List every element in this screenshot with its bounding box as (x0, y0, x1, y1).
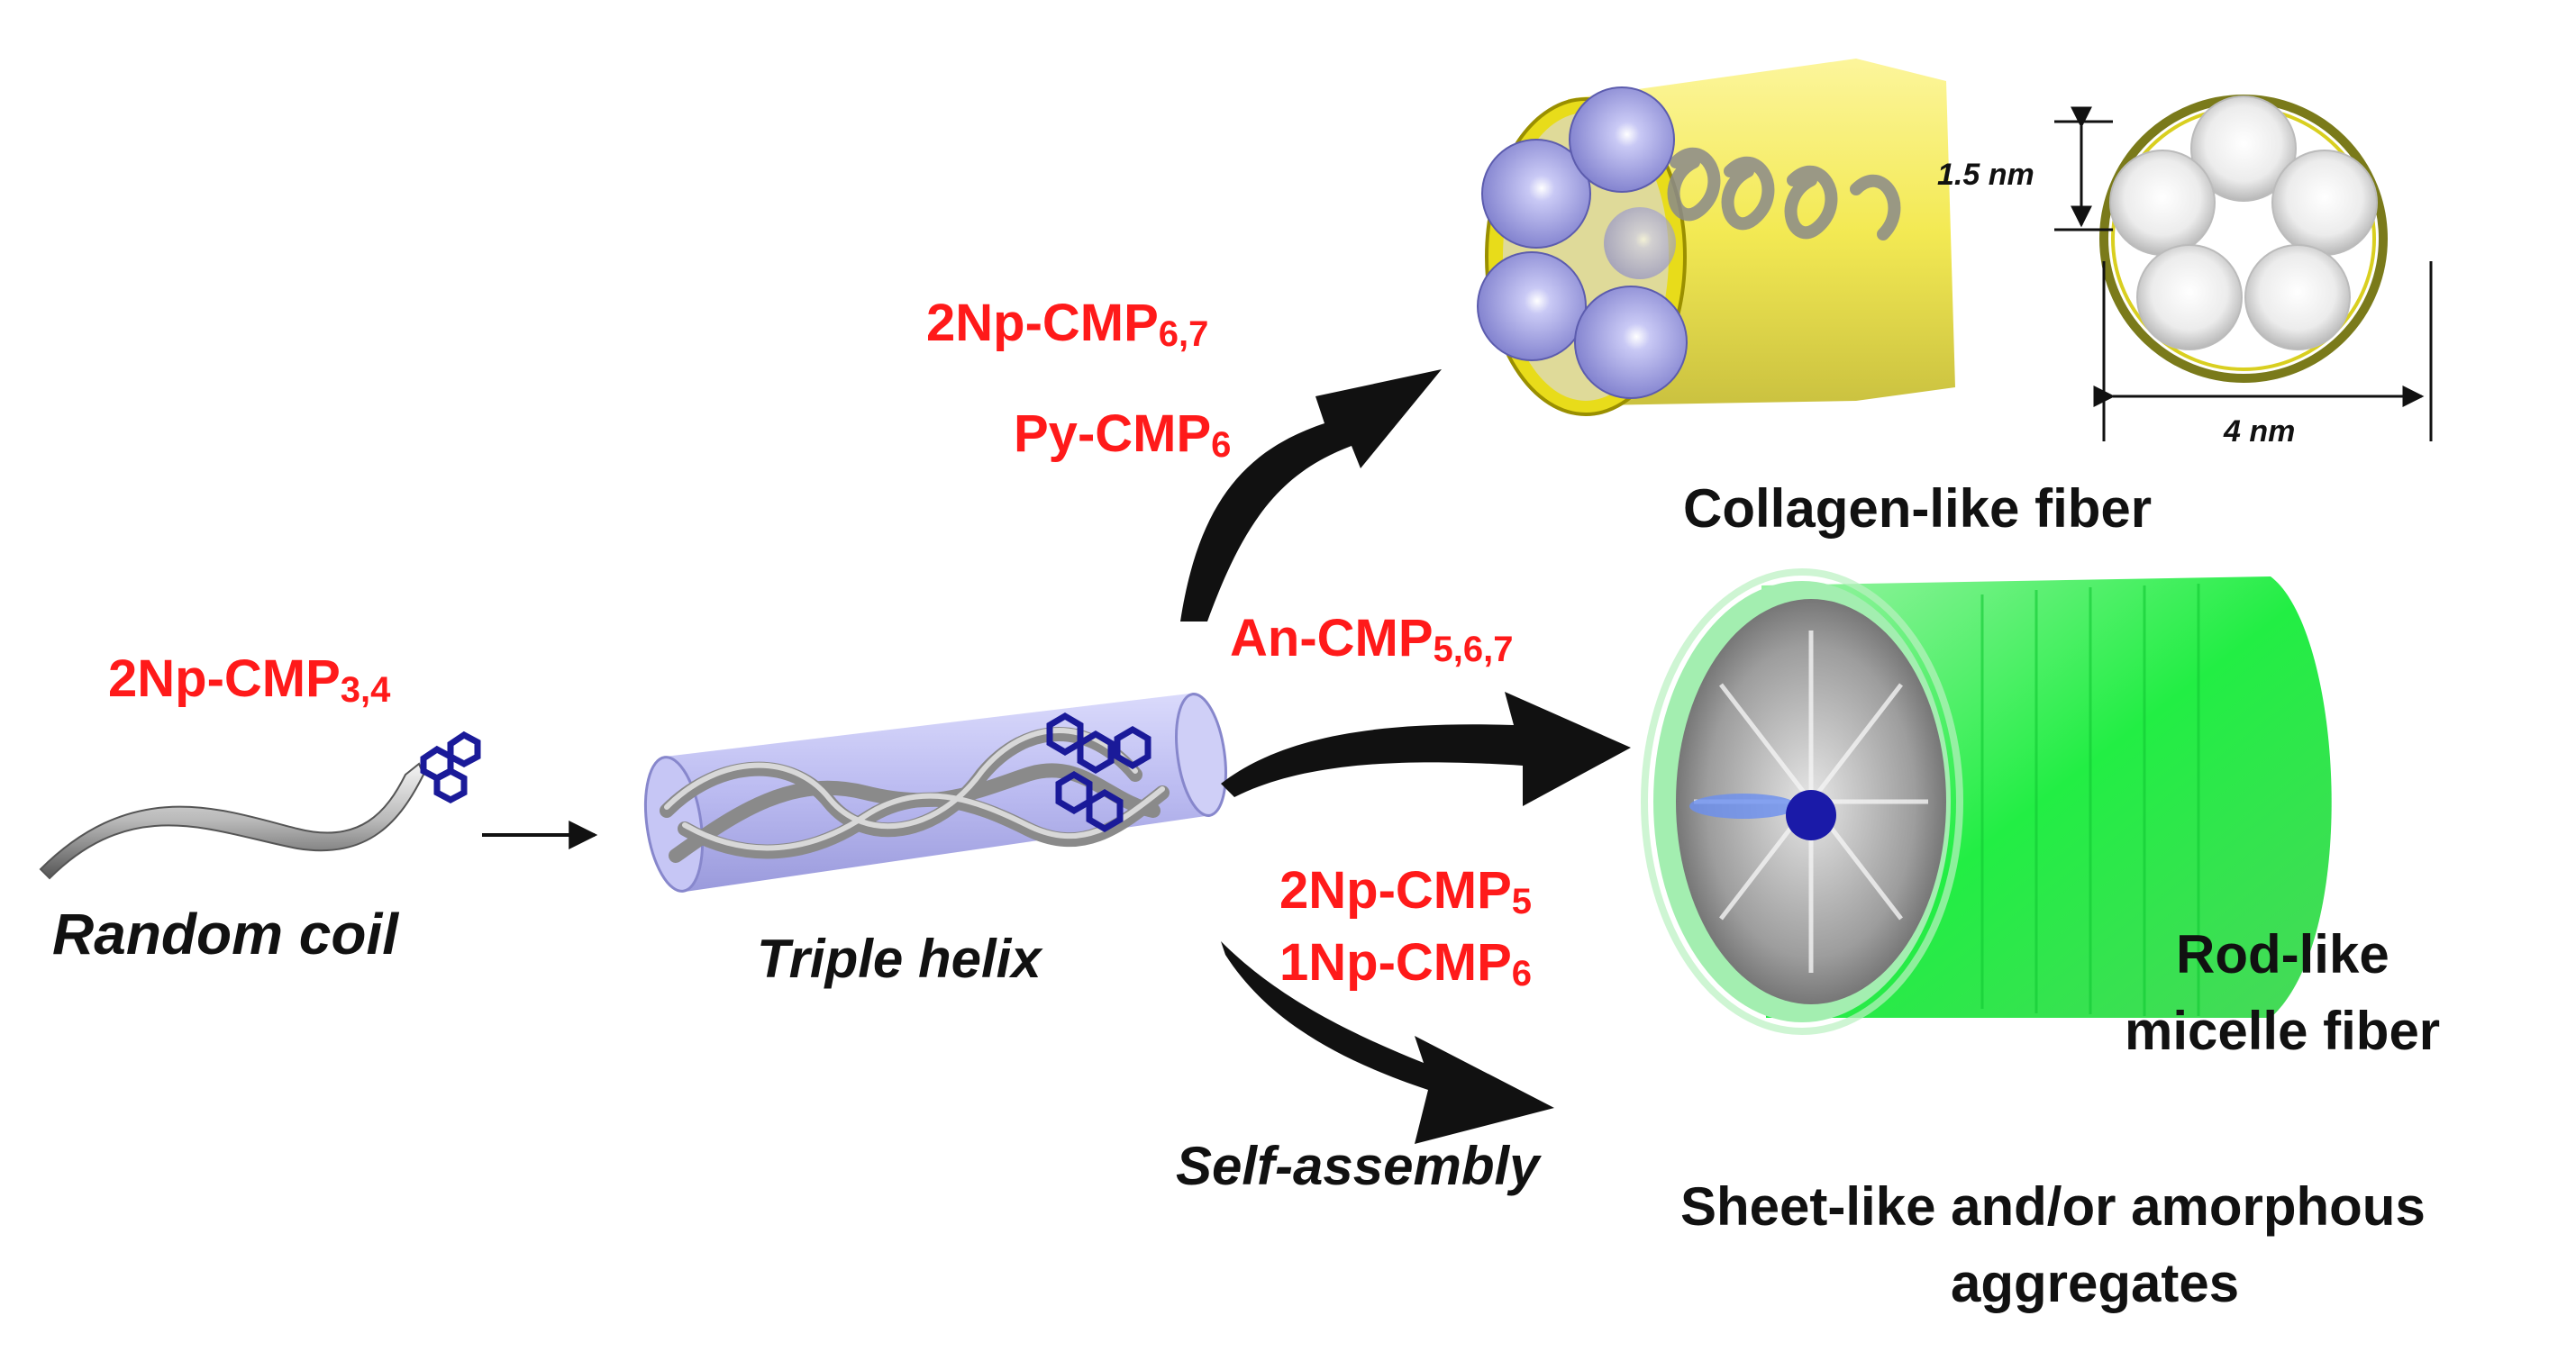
label-micelle-fiber: micelle fiber (2125, 1001, 2441, 1061)
label-2np-cmp34: 2Np-CMP3,4 (108, 649, 391, 710)
label-1np-cmp6: 1Np-CMP6 (1279, 933, 1533, 994)
label-aggregates: aggregates (1951, 1253, 2240, 1313)
fiber-cross-section (2099, 95, 2388, 383)
arrow-to-sheet (1221, 941, 1554, 1144)
label-2np-cmp5: 2Np-CMP5 (1279, 861, 1533, 921)
micelle-fiber-illustration (1653, 576, 2332, 1022)
collagen-fiber-illustration (1477, 59, 1955, 416)
arrow-to-micelle (1221, 692, 1631, 806)
random-coil-illustration (39, 730, 481, 880)
dimension-4nm (2093, 261, 2433, 441)
dimension-1.5nm (2054, 106, 2113, 231)
label-dim-4nm: 4 nm (2224, 414, 2296, 449)
label-2np-cmp67: 2Np-CMP6,7 (926, 294, 1209, 354)
label-collagen-fiber: Collagen-like fiber (1683, 478, 2153, 539)
label-triple-helix: Triple helix (757, 929, 1042, 989)
label-rod-like: Rod-like (2176, 924, 2389, 985)
label-self-assembly: Self-assembly (1176, 1136, 1540, 1196)
label-random-coil: Random coil (52, 902, 399, 966)
label-sheet-like: Sheet-like and/or amorphous (1680, 1176, 2426, 1237)
label-an-cmp567: An-CMP5,6,7 (1230, 609, 1514, 669)
label-dim-1.5nm: 1.5 nm (1937, 158, 2034, 192)
label-py-cmp6: Py-CMP6 (1014, 404, 1232, 465)
triple-helix-illustration (644, 693, 1227, 893)
arrow-to-collagen (1180, 369, 1442, 622)
